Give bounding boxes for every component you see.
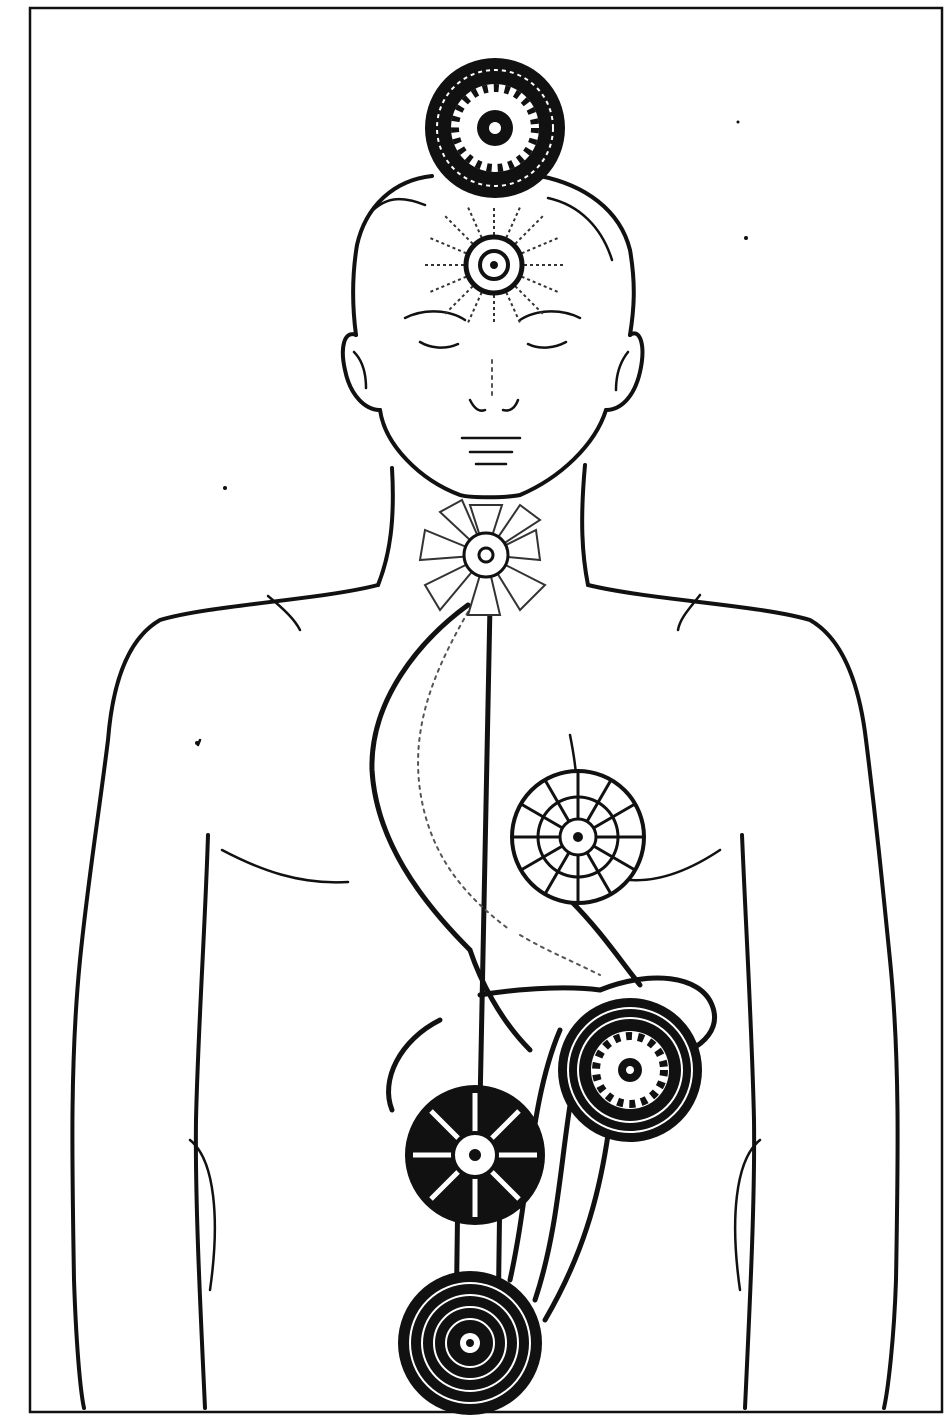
face-features — [405, 311, 580, 464]
chakra-heart — [512, 771, 644, 903]
chakra-brow — [424, 205, 564, 325]
chakra-throat — [420, 500, 545, 615]
chakra-root — [398, 1271, 542, 1415]
chakra-solar-plexus — [558, 998, 702, 1142]
chakra-crown — [425, 58, 565, 198]
head-outline — [343, 176, 642, 497]
chakra-sacral — [405, 1085, 545, 1225]
energy-channels — [372, 605, 715, 1330]
